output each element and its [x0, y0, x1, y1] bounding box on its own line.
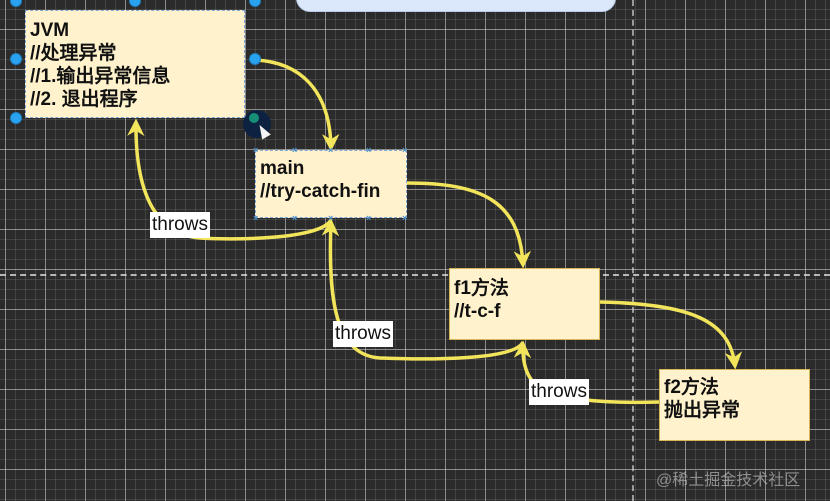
connection-point-icon[interactable]: ×	[292, 145, 298, 155]
node-main-line: //try-catch-fin	[260, 181, 381, 202]
resize-handle-icon[interactable]	[249, 53, 261, 65]
node-f1-line: f1方法	[454, 278, 509, 299]
watermark: @稀土掘金技术社区	[656, 472, 801, 489]
node-main-line: main	[260, 158, 305, 179]
connection-point-icon[interactable]: ×	[253, 145, 259, 155]
node-jvm-line: //2. 退出程序	[30, 89, 138, 110]
page-break-horizontal	[0, 274, 830, 276]
edge-main-to-f1[interactable]	[406, 181, 532, 269]
rotate-handle-dot-icon	[249, 113, 259, 123]
connection-point-icon[interactable]: ×	[402, 213, 408, 223]
node-f2-line: 抛出异常	[664, 400, 741, 421]
node-f2-line: f2方法	[664, 377, 719, 398]
connection-point-icon[interactable]: ×	[328, 145, 334, 155]
node-f1[interactable]: f1方法 //t-c-f	[449, 268, 600, 340]
connection-point-icon[interactable]: ×	[253, 213, 259, 223]
edge-label-throws[interactable]: throws	[333, 321, 393, 347]
node-f2[interactable]: f2方法 抛出异常	[659, 369, 810, 441]
resize-handle-icon[interactable]	[10, 112, 22, 124]
connection-point-icon[interactable]: ×	[366, 145, 372, 155]
node-main[interactable]: main //try-catch-fin	[255, 150, 407, 218]
edge-f1-throws-main[interactable]	[321, 218, 525, 361]
edge-jvm-to-main[interactable]	[254, 58, 340, 152]
node-f1-line: //t-c-f	[454, 301, 501, 322]
edge-f1-to-f2[interactable]	[599, 300, 743, 370]
connection-point-icon[interactable]: ×	[292, 213, 298, 223]
node-jvm-line: JVM	[30, 20, 70, 41]
node-jvm-line: //1.输出异常信息	[30, 66, 171, 87]
resize-handle-icon[interactable]	[10, 53, 22, 65]
edge-label-throws[interactable]: throws	[529, 379, 589, 405]
edge-label-throws[interactable]: throws	[150, 212, 210, 238]
connection-point-icon[interactable]: ×	[328, 213, 334, 223]
page-break-vertical	[632, 0, 634, 501]
node-jvm-line: //处理异常	[30, 43, 117, 64]
node-jvm[interactable]: JVM //处理异常 //1.输出异常信息 //2. 退出程序	[25, 10, 245, 118]
connection-point-icon[interactable]: ×	[366, 213, 372, 223]
connection-point-icon[interactable]: ×	[402, 145, 408, 155]
rotate-handle[interactable]	[243, 110, 271, 138]
